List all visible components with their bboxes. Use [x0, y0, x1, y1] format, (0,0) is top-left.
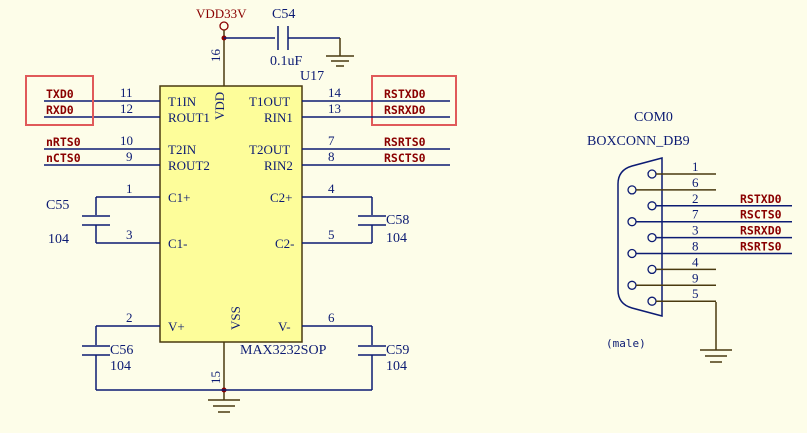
vss-pin-number: 15: [208, 371, 223, 384]
pin-name-c2p: C2+: [270, 190, 293, 205]
pin-num-7: 7: [328, 133, 335, 148]
db9-pin-2-contact: [647, 201, 657, 211]
db9-pin-6-contact: [627, 185, 637, 195]
net-label-rsrts0-chip: RSRTS0: [384, 135, 426, 149]
pin-num-9: 9: [126, 149, 133, 164]
pin-name-rin2: RIN2: [264, 158, 293, 173]
db9-pin-3-number: 3: [692, 223, 699, 238]
c54-ref: C54: [272, 7, 295, 22]
pin-name-vplus: V+: [168, 319, 185, 334]
pin-num-5: 5: [328, 227, 335, 242]
pin-num-4: 4: [328, 181, 335, 196]
db9-pin-8-contact: [627, 248, 637, 259]
db9-pin-5-contact: [647, 296, 657, 306]
max3232-chip-body: [159, 85, 303, 343]
net-label-ncts0: nCTS0: [46, 151, 81, 165]
c59-value: 104: [386, 359, 407, 374]
net-label-txd0: TXD0: [46, 87, 74, 101]
pin-name-vminus: V-: [278, 319, 291, 334]
connector-part: BOXCONN_DB9: [587, 134, 690, 149]
pin-name-t2in: T2IN: [168, 142, 197, 157]
db9-pin-3-contact: [647, 232, 657, 243]
ground-symbol-main: [208, 399, 240, 413]
net-label-rscts0-chip: RSCTS0: [384, 151, 426, 165]
db9-pin-7-number: 7: [692, 207, 699, 222]
pin-name-t1in: T1IN: [168, 94, 197, 109]
pin-num-13: 13: [328, 101, 341, 116]
chip-part: MAX3232SOP: [240, 343, 327, 358]
pin-name-t2out: T2OUT: [249, 142, 290, 157]
ground-symbol-c54: [326, 38, 354, 67]
vdd-pin-number: 16: [208, 49, 223, 63]
db9-net-label-rsrts0: RSRTS0: [740, 240, 782, 254]
connector-note: (male): [606, 337, 646, 350]
ground-symbol-db9: [700, 302, 732, 363]
pin-num-6: 6: [328, 310, 335, 325]
vdd33v-port-symbol: [219, 21, 229, 31]
pin-num-1: 1: [126, 181, 133, 196]
pin-num-8: 8: [328, 149, 335, 164]
pin-name-t1out: T1OUT: [249, 94, 290, 109]
pin-num-11: 11: [120, 85, 133, 100]
pin-name-c1p: C1+: [168, 190, 191, 205]
pin-name-c2n: C2-: [275, 236, 295, 251]
pin-num-10: 10: [120, 133, 133, 148]
c54-value: 0.1uF: [270, 54, 303, 69]
db9-pin-4-number: 4: [692, 254, 699, 269]
pin-num-2: 2: [126, 310, 133, 325]
connector-ref: COM0: [634, 110, 673, 125]
db9-pin-1-contact: [647, 169, 657, 179]
net-label-rxd0: RXD0: [46, 103, 74, 117]
db9-net-label-rstxd0: RSTXD0: [740, 192, 782, 206]
pin-num-14: 14: [328, 85, 342, 100]
c56-ref: C56: [110, 343, 133, 358]
db9-net-label-rscts0: RSCTS0: [740, 208, 782, 222]
pin-name-rin1: RIN1: [264, 110, 293, 125]
db9-pin-2-number: 2: [692, 191, 699, 206]
vdd-label: VDD: [212, 92, 227, 120]
net-label-nrts0: nRTS0: [46, 135, 81, 149]
c58-ref: C58: [386, 213, 409, 228]
c56-value: 104: [110, 359, 131, 374]
chip-ref: U17: [300, 69, 324, 84]
db9-pin-6-number: 6: [692, 175, 699, 190]
net-label-rsrxd0-chip: RSRXD0: [384, 103, 426, 117]
vss-label: VSS: [228, 306, 243, 330]
c59-ref: C59: [386, 343, 409, 358]
db9-net-label-rsrxd0: RSRXD0: [740, 224, 782, 238]
c55-value: 104: [48, 232, 69, 247]
pin-name-c1n: C1-: [168, 236, 188, 251]
c58-value: 104: [386, 231, 407, 246]
pin-num-12: 12: [120, 101, 133, 116]
db9-pin-7-contact: [627, 217, 637, 227]
pin-name-rout2: ROUT2: [168, 158, 210, 173]
db9-pin-1-number: 1: [692, 159, 699, 174]
db9-pin-9-number: 9: [692, 270, 699, 285]
pin-name-rout1: ROUT1: [168, 110, 210, 125]
c55-ref: C55: [46, 198, 69, 213]
db9-shell: [617, 157, 663, 317]
db9-pin-5-number: 5: [692, 286, 699, 301]
vdd33v-label: VDD33V: [196, 6, 247, 21]
db9-pin-4-contact: [647, 264, 657, 275]
db9-pin-8-number: 8: [692, 239, 699, 254]
highlight-box-left: [25, 75, 94, 126]
db9-pin-9-contact: [627, 280, 637, 290]
net-label-rstxd0-chip: RSTXD0: [384, 87, 426, 101]
db9-pins: 162 RSTXD0 7 RSCTS0 3 RSRXD0 8 RSRTS0 495: [627, 159, 792, 306]
pin-num-3: 3: [126, 227, 133, 242]
